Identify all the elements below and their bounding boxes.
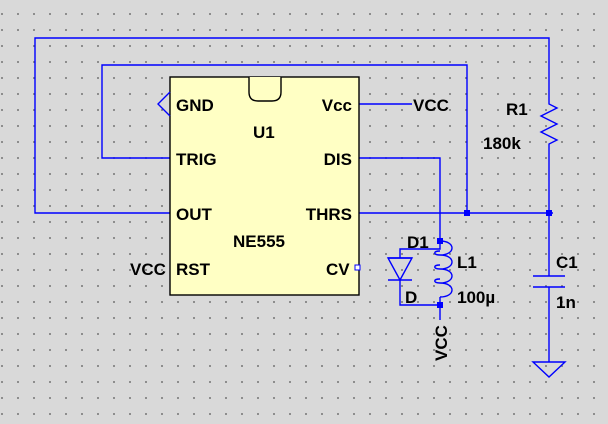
chip-ref: U1 [253, 123, 275, 142]
ne555-chip[interactable]: GND Vcc U1 TRIG DIS OUT THRS NE555 RST C… [169, 76, 361, 296]
resistor-icon [539, 96, 559, 150]
d1-ref: D1 [407, 233, 429, 252]
chip-pin-gnd: GND [176, 96, 214, 115]
diode-d1[interactable]: D1 D [386, 233, 429, 307]
junction-dot [546, 210, 552, 216]
wire-trig-to-threshold[interactable] [101, 64, 468, 213]
d1-value: D [405, 288, 417, 307]
junction-dot [464, 210, 470, 216]
wire-dis-to-l1[interactable] [359, 157, 441, 241]
chip-pin-out: OUT [176, 205, 213, 224]
c1-value: 1n [556, 293, 576, 312]
inductor-icon [439, 240, 453, 298]
diode-triangle [386, 257, 414, 282]
chip-pin-vcc: Vcc [322, 96, 352, 115]
r1-value: 180k [483, 134, 521, 153]
wire-out-to-r1[interactable] [34, 37, 550, 214]
chip-pin-cv: CV [326, 260, 350, 279]
cv-pin-marker [354, 264, 361, 271]
chip-pin-trig: TRIG [176, 150, 217, 169]
c1-ref: C1 [556, 253, 578, 272]
chip-part: NE555 [233, 232, 285, 251]
l1-ref: L1 [457, 253, 477, 272]
l1-value: 100µ [457, 288, 495, 307]
capacitor-c1[interactable]: C1 1n [533, 253, 578, 312]
junction-dot [437, 302, 443, 308]
ground-icon [531, 361, 567, 378]
net-label-vcc-bottom: VCC [432, 325, 451, 361]
net-label-vcc-rst: VCC [130, 260, 166, 279]
junctions [437, 210, 552, 308]
chip-pin-rst: RST [176, 260, 211, 279]
chip-pin-dis: DIS [324, 150, 352, 169]
r1-ref: R1 [506, 100, 528, 119]
wire-l1-d1-bottom[interactable] [399, 280, 441, 306]
chip-notch [248, 77, 282, 102]
inductor-l1[interactable]: L1 100µ [434, 240, 495, 307]
wire-l1-d1-top[interactable] [399, 241, 441, 258]
gnd-pin-ground-icon [157, 91, 171, 117]
net-label-vcc-top: VCC [413, 96, 449, 115]
chip-pin-thrs: THRS [306, 205, 352, 224]
resistor-r1[interactable]: R1 180k [483, 96, 559, 153]
inductor-inner-loops [434, 250, 441, 284]
junction-dot [437, 238, 443, 244]
